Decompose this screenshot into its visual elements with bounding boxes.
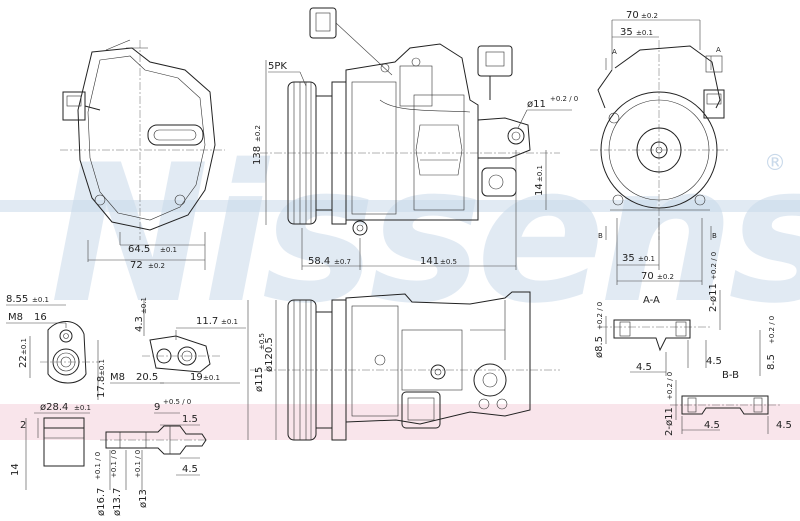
dim-4-5-d: 4.5 xyxy=(776,420,792,431)
watermark-band-blue xyxy=(0,200,800,212)
dim-1-5: 1.5 xyxy=(182,414,198,425)
detail-fitting-top: 8.55 ±0.1 M8 16 22 ±0.1 17.8 ±0.1 xyxy=(6,294,107,400)
dim-14: 14 xyxy=(10,463,21,476)
width-70: 70 xyxy=(626,10,639,21)
height-14: 14 xyxy=(534,183,545,196)
watermark: Nissens ® xyxy=(0,124,800,440)
hole-11: ø11 xyxy=(527,99,546,110)
dim-8-55: 8.55 xyxy=(6,294,28,305)
dia-115-tol: ±0.5 xyxy=(258,333,266,350)
dia-16-7: ø16.7 xyxy=(96,488,107,516)
dia-13-tol: +0.1 / 0 xyxy=(134,450,142,478)
dim-8-55-tol: ±0.1 xyxy=(32,296,49,304)
section-a-top-right: A xyxy=(716,46,721,54)
dim-72-tol: ±0.2 xyxy=(148,262,165,270)
dim-8-5-r-tol: +0.2 / 0 xyxy=(768,316,776,344)
view-rear: 70 ±0.2 35 ±0.1 A A B B 35 ±0.1 70 ±0.2 xyxy=(590,10,730,285)
dia-28-4-tol: ±0.1 xyxy=(74,404,91,412)
dim-9-tol: +0.5 / 0 xyxy=(163,398,191,406)
dim-9: 9 xyxy=(154,402,160,413)
watermark-band-pink xyxy=(0,404,800,440)
dim-4-3: 4.3 xyxy=(134,316,145,332)
dim-58-4-tol: ±0.7 xyxy=(334,258,351,266)
section-b-right: B xyxy=(712,232,717,240)
dim-11-7-tol: ±0.1 xyxy=(221,318,238,326)
right-70-tol: ±0.2 xyxy=(657,273,674,281)
dia-8-5: ø8.5 xyxy=(594,336,605,358)
dim-4-5-b: 4.5 xyxy=(636,362,652,373)
dim-2-11-b-tol: +0.2 / 0 xyxy=(666,372,674,400)
view-side-left: 64.5 ±0.1 72 ±0.2 xyxy=(60,39,225,271)
thread-m8-16: M8 xyxy=(8,312,23,323)
width-70-tol: ±0.2 xyxy=(641,12,658,20)
hole-11-tol: +0.2 / 0 xyxy=(550,95,578,103)
dim-2-11-tol: +0.2 / 0 xyxy=(710,252,718,280)
dim-141-tol: ±0.5 xyxy=(440,258,457,266)
dim-2-11-b: 2-ø11 xyxy=(664,407,675,436)
right-35: 35 xyxy=(622,253,635,264)
thread-m8-16-depth: 16 xyxy=(34,312,47,323)
height-138: 138 xyxy=(252,146,263,165)
detail-fitting-side: 4.3 ±0.1 11.7 ±0.1 M8 20.5 19 ±0.1 xyxy=(110,297,246,384)
dia-13-7-tol: +0.1 / 0 xyxy=(110,450,118,478)
height-14-tol: ±0.1 xyxy=(536,165,544,182)
dia-115: ø115 xyxy=(254,367,265,392)
dim-8-5-r: 8.5 xyxy=(766,354,777,370)
dia-13-7: ø13.7 xyxy=(112,488,123,516)
thread-m8-20-depth: 20.5 xyxy=(136,372,158,383)
dim-64-5: 64.5 xyxy=(128,244,150,255)
section-b-left: B xyxy=(598,232,603,240)
section-a-a: A-A ø8.5 +0.2 / 0 2-ø11 +0.2 / 0 4.5 4.5 xyxy=(594,252,722,376)
dia-120-5: ø120.5 xyxy=(264,337,275,372)
right-70: 70 xyxy=(641,271,654,282)
section-bb-label: B-B xyxy=(722,370,739,381)
dia-28-4: ø28.4 xyxy=(40,402,68,413)
dim-58-4: 58.4 xyxy=(308,256,330,267)
dim-2-11: 2-ø11 xyxy=(708,283,719,312)
dim-4-5-c: 4.5 xyxy=(704,420,720,431)
right-35-tol: ±0.1 xyxy=(638,255,655,263)
dim-19: 19 xyxy=(190,372,203,383)
registered-mark: ® xyxy=(764,151,786,176)
dim-4-5-e: 4.5 xyxy=(182,464,198,475)
dim-4-3-tol: ±0.1 xyxy=(140,297,148,314)
view-front: 5PK ø11 +0.2 / 0 138 ±0.2 14 ±0.1 58.4 ±… xyxy=(252,7,578,270)
height-138-tol: ±0.2 xyxy=(254,125,262,142)
dia-13: ø13 xyxy=(138,489,149,508)
pulley-5pk: 5PK xyxy=(268,61,287,72)
dim-22: 22 xyxy=(18,355,29,368)
section-a-top-left: A xyxy=(612,48,617,56)
thread-m8-20: M8 xyxy=(110,372,125,383)
width-35-tol: ±0.1 xyxy=(636,29,653,37)
dia-16-7-tol: +0.1 / 0 xyxy=(94,452,102,480)
dim-19-tol: ±0.1 xyxy=(203,374,220,382)
dim-72: 72 xyxy=(130,260,143,271)
dim-17-8: 17.8 xyxy=(96,376,107,398)
dim-141: 141 xyxy=(420,256,439,267)
section-aa-label: A-A xyxy=(643,295,660,306)
dim-17-8-tol: ±0.1 xyxy=(98,359,106,376)
detail-flange: ø28.4 ±0.1 2 14 xyxy=(10,402,91,490)
dim-64-5-tol: ±0.1 xyxy=(160,246,177,254)
dim-11-7: 11.7 xyxy=(196,316,218,327)
section-b-b: B-B 8.5 +0.2 / 0 2-ø11 +0.2 / 0 4.5 4.5 xyxy=(664,316,792,436)
dim-4-5-a: 4.5 xyxy=(706,356,722,367)
view-bottom-side: ø120.5 ø115 ±0.5 xyxy=(247,291,560,441)
dim-2: 2 xyxy=(20,420,26,431)
dia-8-5-tol: +0.2 / 0 xyxy=(596,302,604,330)
watermark-brand: Nissens xyxy=(50,124,800,345)
dim-22-tol: ±0.1 xyxy=(20,338,28,355)
detail-pipe: 9 +0.5 / 0 1.5 4.5 ø16.7 +0.1 / 0 ø13.7 … xyxy=(94,398,207,516)
width-35: 35 xyxy=(620,27,633,38)
